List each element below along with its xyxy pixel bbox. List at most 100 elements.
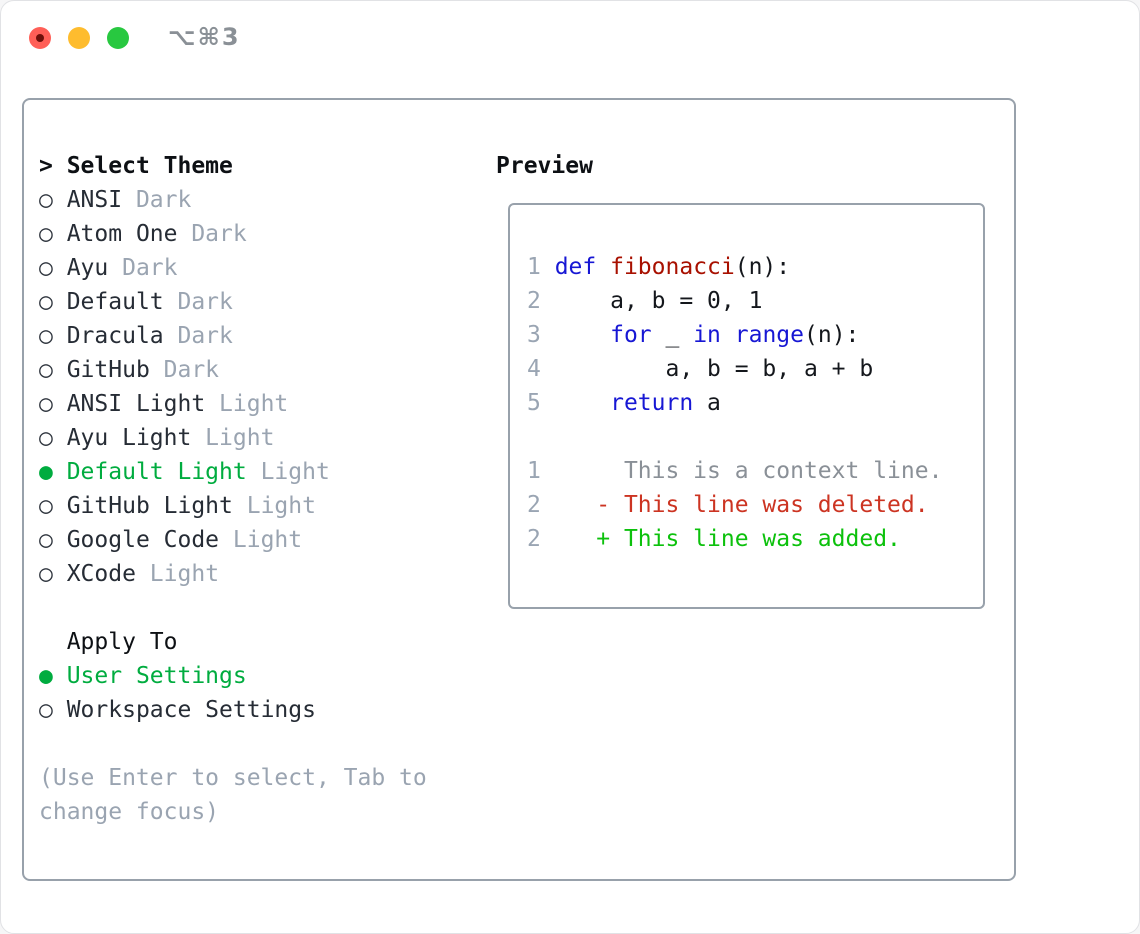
line-number: 2 xyxy=(527,526,555,552)
radio-unselected-icon: ○ xyxy=(39,187,67,213)
theme-option-ayu-light-light[interactable]: ○ Ayu Light Light xyxy=(39,421,427,455)
line-number: 5 xyxy=(527,390,555,416)
theme-variant: Dark xyxy=(108,255,178,281)
apply-option-label: Workspace Settings xyxy=(66,697,316,723)
theme-name: Ayu xyxy=(66,255,109,281)
radio-unselected-icon: ○ xyxy=(39,289,67,315)
close-button-dot-icon xyxy=(36,34,44,42)
code-segment: (n): xyxy=(804,322,860,348)
theme-option-github-light-light[interactable]: ○ GitHub Light Light xyxy=(39,489,427,523)
preview-line: 4 a, b = b, a + b xyxy=(527,352,942,386)
theme-option-xcode-light[interactable]: ○ XCode Light xyxy=(39,557,427,591)
theme-variant: Light xyxy=(205,391,289,417)
theme-name: GitHub Light xyxy=(66,493,233,519)
radio-unselected-icon: ○ xyxy=(39,697,67,723)
apply-to-header: Apply To xyxy=(39,625,427,659)
line-number: 1 xyxy=(527,254,555,280)
theme-list-header: > Select Theme xyxy=(39,149,427,183)
theme-variant: Dark xyxy=(163,323,233,349)
theme-variant: Dark xyxy=(177,221,247,247)
theme-variant: Light xyxy=(246,459,330,485)
preview-line: 5 return a xyxy=(527,386,942,420)
theme-option-dracula-dark[interactable]: ○ Dracula Dark xyxy=(39,319,427,353)
line-number: 3 xyxy=(527,322,555,348)
apply-to-title: Apply To xyxy=(66,629,178,655)
theme-name: Ayu Light xyxy=(66,425,192,451)
theme-option-atom-one-dark[interactable]: ○ Atom One Dark xyxy=(39,217,427,251)
preview-line: 1 def fibonacci(n): xyxy=(527,250,942,284)
keyboard-hint-line-1: (Use Enter to select, Tab to xyxy=(39,761,427,795)
theme-option-default-dark[interactable]: ○ Default Dark xyxy=(39,285,427,319)
theme-list-title: Select Theme xyxy=(66,153,233,179)
close-button[interactable] xyxy=(29,27,51,49)
theme-dialog: > Select Theme○ ANSI Dark○ Atom One Dark… xyxy=(22,98,1016,881)
radio-unselected-icon: ○ xyxy=(39,255,67,281)
code-segment: a, b = b, a + b xyxy=(554,356,874,382)
zoom-button[interactable] xyxy=(107,27,129,49)
theme-option-ayu-dark[interactable]: ○ Ayu Dark xyxy=(39,251,427,285)
code-segment xyxy=(596,254,610,280)
theme-variant: Dark xyxy=(122,187,192,213)
window-titlebar: ⌥⌘3 xyxy=(1,1,1139,75)
theme-option-ansi-dark[interactable]: ○ ANSI Dark xyxy=(39,183,427,217)
theme-name: Atom One xyxy=(66,221,178,247)
spacer xyxy=(39,591,427,625)
apply-option-user-settings[interactable]: ● User Settings xyxy=(39,659,427,693)
keyboard-hint-line-2: change focus) xyxy=(39,795,427,829)
code-segment: in xyxy=(693,322,721,348)
theme-name: GitHub xyxy=(66,357,150,383)
code-segment: fibonacci xyxy=(610,254,735,280)
theme-variant: Light xyxy=(232,493,316,519)
preview-blank-line xyxy=(527,420,942,454)
theme-variant: Light xyxy=(135,561,220,587)
radio-selected-icon: ● xyxy=(39,663,67,689)
code-segment: _ xyxy=(651,322,694,348)
preview-line: 2 a, b = 0, 1 xyxy=(527,284,942,318)
code-segment: def xyxy=(554,254,597,280)
code-segment: a xyxy=(693,390,721,416)
theme-variant: Dark xyxy=(163,289,233,315)
theme-variant: Light xyxy=(219,527,303,553)
theme-name: Google Code xyxy=(66,527,220,553)
code-segment: for xyxy=(610,322,652,348)
spacer xyxy=(39,727,427,761)
apply-option-workspace-settings[interactable]: ○ Workspace Settings xyxy=(39,693,427,727)
theme-option-github-dark[interactable]: ○ GitHub Dark xyxy=(39,353,427,387)
theme-variant: Light xyxy=(191,425,275,451)
window-title: ⌥⌘3 xyxy=(168,23,241,51)
code-segment: - This line was deleted. xyxy=(554,492,929,518)
preview-heading: Preview xyxy=(496,153,593,179)
theme-name: Dracula xyxy=(66,323,164,349)
radio-unselected-icon: ○ xyxy=(39,323,67,349)
radio-unselected-icon: ○ xyxy=(39,425,67,451)
theme-option-google-code-light[interactable]: ○ Google Code Light xyxy=(39,523,427,557)
theme-variant: Dark xyxy=(149,357,220,383)
code-segment: range xyxy=(734,322,804,348)
radio-unselected-icon: ○ xyxy=(39,391,67,417)
code-segment: a, b = 0, 1 xyxy=(554,288,763,314)
theme-option-default-light-light[interactable]: ● Default Light Light xyxy=(39,455,427,489)
focus-caret-icon: > xyxy=(39,153,67,179)
code-segment: This is a context line. xyxy=(554,458,943,484)
radio-unselected-icon: ○ xyxy=(39,221,67,247)
preview-line: 3 for _ in range(n): xyxy=(527,318,942,352)
theme-name: ANSI Light xyxy=(66,391,206,417)
radio-selected-icon: ● xyxy=(39,459,67,485)
apply-option-label: User Settings xyxy=(66,663,247,689)
theme-name: Default xyxy=(66,289,164,315)
radio-unselected-icon: ○ xyxy=(39,357,67,383)
theme-option-ansi-light-light[interactable]: ○ ANSI Light Light xyxy=(39,387,427,421)
minimize-button[interactable] xyxy=(68,27,90,49)
line-number: 1 xyxy=(527,458,555,484)
code-segment xyxy=(555,322,610,348)
theme-name: ANSI xyxy=(66,187,123,213)
radio-unselected-icon: ○ xyxy=(39,493,67,519)
line-number: 4 xyxy=(527,356,555,382)
code-segment xyxy=(555,390,610,416)
preview-line: 2 + This line was added. xyxy=(527,522,942,556)
hint-text: change focus) xyxy=(39,799,220,825)
hint-text: (Use Enter to select, Tab to xyxy=(39,765,427,791)
radio-unselected-icon: ○ xyxy=(39,527,67,553)
